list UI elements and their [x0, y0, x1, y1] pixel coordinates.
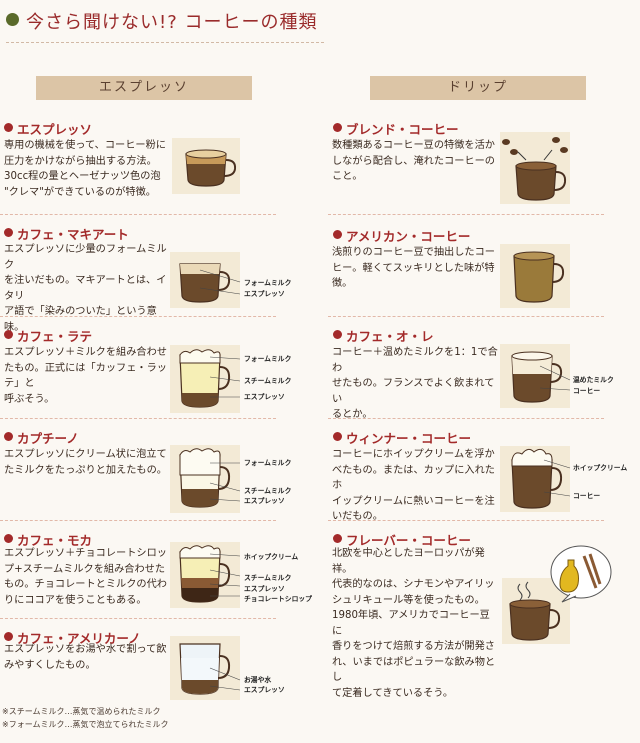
- cup-label: スチームミルク: [244, 487, 292, 495]
- entry-bullet-icon: [4, 632, 13, 641]
- americano-cup-illustration: [170, 636, 241, 700]
- entry-divider: [0, 316, 276, 317]
- espresso-cup-illustration: [172, 138, 240, 194]
- entry-name-blend: ブレンド・コーヒー: [346, 122, 459, 137]
- cup-label: エスプレッソ: [244, 497, 285, 505]
- latte-cup-illustration: [170, 345, 241, 413]
- entry-divider: [0, 214, 276, 215]
- cup-label: チョコレートシロップ: [244, 595, 312, 603]
- entry-desc-blend: 数種類あるコーヒー豆の特徴を活か しながら配合し、淹れたコーヒーの こと。: [332, 140, 495, 182]
- entry-divider: [328, 316, 604, 317]
- footnote: ※フォームミルク…蒸気で泡立てられたミルク: [2, 720, 169, 729]
- american-cup-illustration: [500, 244, 570, 308]
- cup-label: コーヒー: [573, 387, 601, 395]
- cup-label: フォームミルク: [244, 355, 292, 363]
- entry-divider: [0, 418, 276, 419]
- entry-name-cappuccino: カプチーノ: [17, 431, 79, 446]
- mocha-cup-illustration: [170, 542, 241, 608]
- drip-column-header: ドリップ: [370, 76, 586, 100]
- cup-label: ホイップクリーム: [244, 553, 299, 561]
- entry-bullet-icon: [333, 432, 342, 441]
- cup-label: ホイップクリーム: [573, 464, 628, 472]
- macchiato-cup-illustration: [170, 252, 241, 308]
- entry-name-espresso: エスプレッソ: [17, 122, 93, 137]
- title-divider: [6, 42, 324, 43]
- entry-name-flavor: フレーバー・コーヒー: [346, 533, 471, 548]
- page-title: 今さら聞けない!? コーヒーの種類: [26, 12, 318, 33]
- entry-desc-vienna: コーヒーにホイップクリームを浮か べたもの。または、カップに入れたホ イップクリ…: [332, 449, 495, 522]
- entry-bullet-icon: [333, 230, 342, 239]
- entry-name-macchiato: カフェ・マキアート: [17, 227, 129, 242]
- entry-desc-flavor: 北欧を中心としたヨーロッパが発祥。 代表的なのは、シナモンやアイリッ シュリキュ…: [332, 548, 496, 699]
- entry-name-mocha: カフェ・モカ: [17, 533, 93, 548]
- entry-bullet-icon: [4, 432, 13, 441]
- entry-desc-americano: エスプレッソをお湯や水で割って飲 みやすくしたもの。: [4, 644, 167, 671]
- cup-label: フォームミルク: [244, 279, 292, 287]
- cup-label: スチームミルク: [244, 377, 292, 385]
- entry-desc-mocha: エスプレッソ＋チョコレートシロッ プ+スチームミルクを組み合わせた もの。チョコ…: [4, 548, 167, 606]
- entry-divider: [0, 520, 276, 521]
- entry-bullet-icon: [333, 534, 342, 543]
- cappuccino-cup-illustration: [170, 445, 241, 513]
- entry-name-cafe-au-lait: カフェ・オ・レ: [346, 329, 434, 344]
- entry-divider: [328, 520, 604, 521]
- entry-name-american: アメリカン・コーヒー: [346, 229, 471, 244]
- entry-desc-cappuccino: エスプレッソにクリーム状に泡立て たミルクをたっぷりと加えたもの。: [4, 449, 167, 476]
- entry-desc-macchiato: エスプレッソに少量のフォームミルク を注いだもの。マキアートとは、イタリ ア語で…: [4, 244, 167, 333]
- entry-desc-american: 浅煎りのコーヒー豆で抽出したコー ヒー。軽くてスッキリとした味が特徴。: [332, 247, 495, 289]
- cafe-au-lait-cup-illustration: [500, 344, 571, 408]
- entry-divider: [328, 418, 604, 419]
- entry-bullet-icon: [4, 330, 13, 339]
- cup-label: コーヒー: [573, 492, 601, 500]
- footnote: ※スチームミルク…蒸気で温められたミルク: [2, 707, 161, 716]
- entry-name-latte: カフェ・ラテ: [17, 329, 93, 344]
- cup-label: お湯や水: [244, 676, 272, 684]
- entry-desc-espresso: 専用の機械を使って、コーヒー粉に 圧力をかけながら抽出する方法。 30cc程の量…: [4, 140, 166, 198]
- flavor-bottle-icon: [548, 544, 614, 604]
- entry-divider: [0, 618, 276, 619]
- cup-label: エスプレッソ: [244, 393, 285, 401]
- title-bullet-icon: [6, 13, 19, 26]
- entry-desc-latte: エスプレッソ＋ミルクを組み合わせ たもの。正式には「カッフェ・ラッテ」と 呼ぶそ…: [4, 347, 167, 405]
- cup-label: エスプレッソ: [244, 290, 285, 298]
- entry-name-americano: カフェ・アメリカーノ: [17, 631, 141, 646]
- entry-divider: [328, 214, 604, 215]
- espresso-column-header: エスプレッソ: [36, 76, 252, 100]
- entry-bullet-icon: [4, 123, 13, 132]
- entry-desc-cafe-au-lait: コーヒー＋温めたミルクを1：1で合わ せたもの。フランスでよく飲まれてい るとか…: [332, 347, 498, 420]
- entry-bullet-icon: [333, 123, 342, 132]
- blend-cup-illustration: [500, 132, 570, 204]
- entry-name-vienna: ウィンナー・コーヒー: [346, 431, 472, 446]
- cup-label: 温めたミルク: [573, 376, 614, 384]
- entry-bullet-icon: [4, 228, 13, 237]
- vienna-cup-illustration: [500, 446, 571, 512]
- entry-bullet-icon: [4, 534, 13, 543]
- entry-bullet-icon: [333, 330, 342, 339]
- cup-label: フォームミルク: [244, 459, 292, 467]
- cup-label: スチームミルク: [244, 574, 292, 582]
- cup-label: エスプレッソ: [244, 686, 285, 694]
- cup-label: エスプレッソ: [244, 585, 285, 593]
